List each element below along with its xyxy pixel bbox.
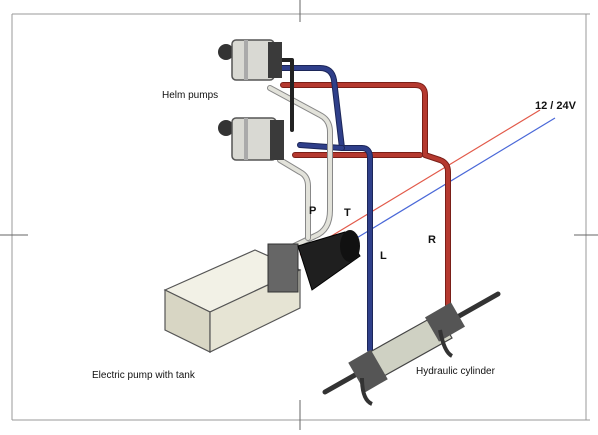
right-line-label: R [428, 234, 436, 246]
left-line-label: L [380, 250, 387, 262]
tank-line-label: T [344, 207, 351, 219]
pressure-line-label: P [309, 205, 317, 217]
electric-pump-tank [163, 230, 361, 353]
helm-pumps-label: Helm pumps [162, 90, 219, 101]
helm-pump-upper [218, 39, 282, 81]
hydraulic-cylinder [322, 291, 501, 406]
helm-pump-lower [218, 117, 284, 161]
white-line-t [277, 157, 311, 241]
hydraulic-cylinder-label: Hydraulic cylinder [416, 366, 495, 377]
white-line-p [267, 85, 333, 251]
hydraulic-lines [267, 58, 451, 353]
voltage-label: 12 / 24V [535, 100, 576, 112]
electric-pump-label: Electric pump with tank [92, 370, 195, 381]
